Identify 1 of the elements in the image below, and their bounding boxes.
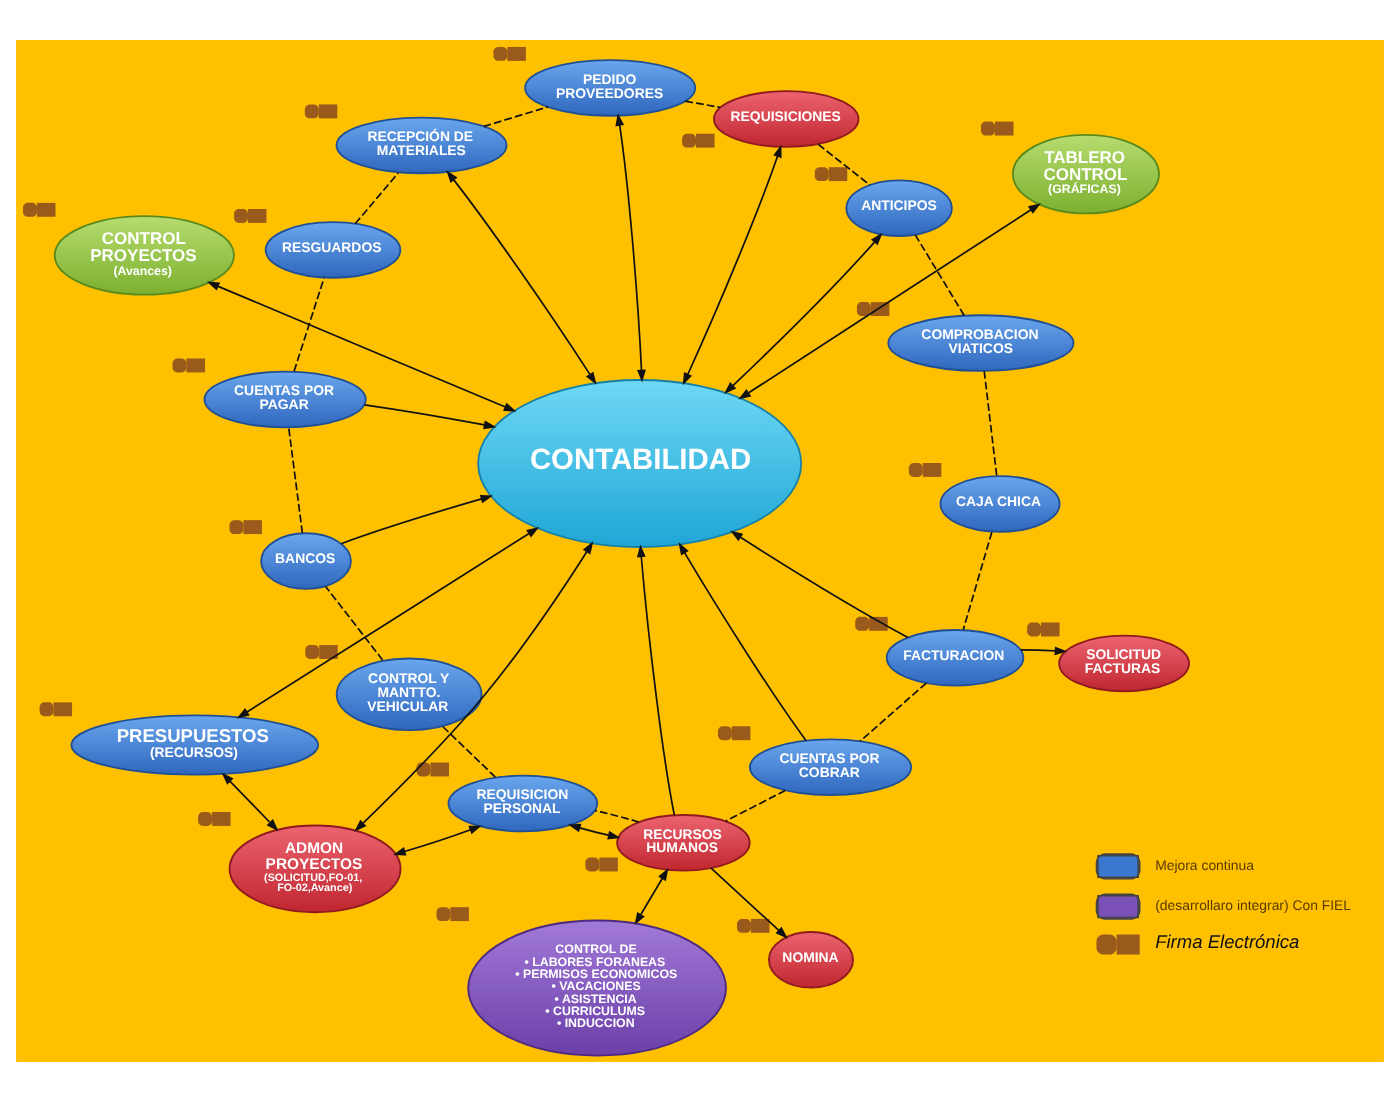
- legend-label: Firma Electrónica: [1155, 930, 1300, 951]
